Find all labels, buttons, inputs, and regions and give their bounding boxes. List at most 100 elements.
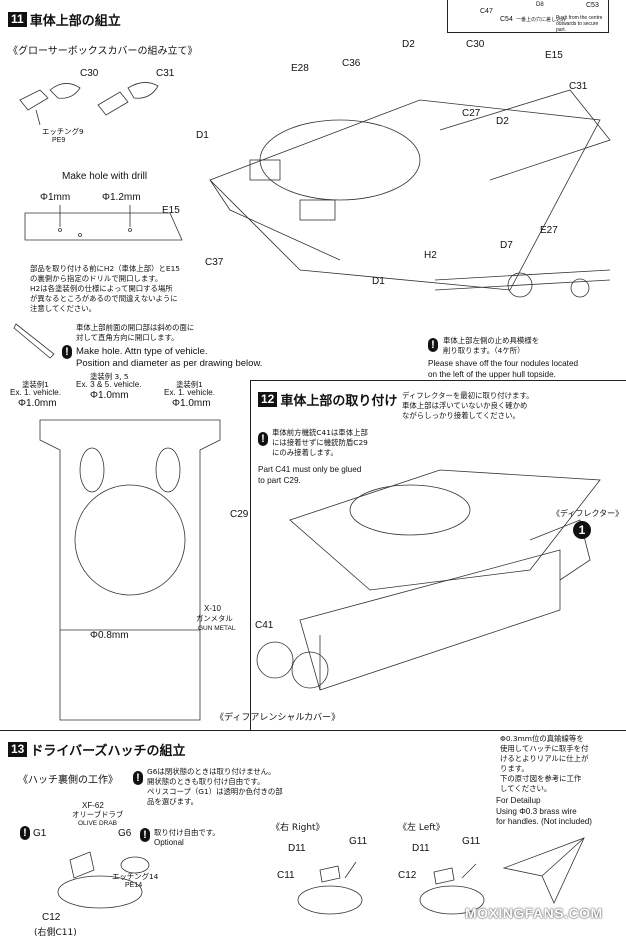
paint-left-jp: 塗装例1: [22, 380, 49, 389]
step12-title: 車体上部の取り付け: [280, 394, 398, 409]
part-label-h2: H2: [424, 250, 437, 261]
step11-number: 11: [8, 12, 27, 27]
part-label-d2-side: D2: [496, 116, 509, 127]
divider-step11-bottom: [250, 380, 626, 381]
c41-note-jp: 車体前方機銃C41は車体上部 には接着せずに機銃防盾C29 にのみ接着します。: [272, 428, 368, 457]
c41-note-en: Part C41 must only be glued to part C29.: [258, 465, 362, 485]
part-label-c54: C54: [500, 16, 513, 23]
part-label-e15-drill: E15: [162, 205, 180, 216]
divider-step12-left: [250, 380, 251, 730]
step13-header: 13 ドライバーズハッチの組立: [8, 740, 185, 759]
paint-right-en: Ex. 1. vehicle.: [164, 388, 215, 397]
diff-cover-label: 《ディフアレンシャルカバー》: [215, 713, 341, 723]
paint-right-dia: Φ1.0mm: [172, 398, 211, 409]
step13-title: ドライバーズハッチの組立: [30, 744, 186, 759]
part-label-g11-right: G11: [349, 836, 368, 847]
upper-hull-drawing: [209, 89, 611, 291]
hull-plan-drawing: [39, 419, 221, 721]
step11-header: 11 車体上部の組立: [8, 10, 121, 29]
brass-note-en: For Detailup Using Φ0.3 brass wire for h…: [496, 796, 593, 826]
step12-top-note-jp: ディフレクターを最初に取り付けます。 車体上部は浮いていないか良く確かめ ながら…: [402, 391, 534, 420]
etch-pe9-jp: エッチング9: [42, 127, 84, 136]
paint-center-jp: 塗装例 3, 5: [90, 372, 129, 381]
hole-note-jp: 車体上部前面の開口部は斜めの面に 対して直角方向に開口します。: [76, 323, 195, 342]
part-label-g6: G6: [118, 828, 132, 839]
drill-label: Make hole with drill: [62, 171, 148, 182]
corner-note-jp: 一番上の穴に差し込み: [516, 17, 567, 23]
paint-olive-en: OLIVE DRAB: [78, 820, 118, 827]
hatch-right-drawing: [297, 861, 363, 915]
part-label-c36: C36: [342, 58, 361, 69]
drill-dia-1mm: Φ1mm: [40, 192, 71, 203]
part-label-c31: C31: [569, 81, 588, 92]
step-circle-1: 1: [573, 521, 591, 539]
part-label-c31-small: C31: [156, 68, 175, 79]
divider-step13-top: [0, 730, 626, 731]
part-label-d1-top: D1: [196, 130, 209, 141]
watermark: MOXINGFANS.COM: [465, 905, 603, 921]
part-label-c12-left: C12: [42, 912, 61, 923]
part-label-c12-right: C12: [398, 870, 417, 881]
drill-plate-drawing: [24, 205, 183, 241]
part-label-c30-small: C30: [80, 68, 99, 79]
g6-note-jp: G6は閉状態のときは取り付けません。 開状態のときも取り付け自由です。 ペリスコ…: [147, 767, 283, 806]
part-label-c30: C30: [466, 39, 485, 50]
part-label-c41: C41: [255, 620, 274, 631]
step13-subtitle: 《ハッチ裏側の工作》: [18, 775, 118, 786]
step11-title: 車体上部の組立: [29, 14, 121, 29]
paint-olive-jp: オリーブドラブ: [72, 810, 124, 819]
paint-center-dia: Φ1.0mm: [90, 390, 129, 401]
part-label-e27: E27: [540, 225, 558, 236]
warning-icon-hole: !: [62, 345, 72, 359]
optional-en: Optional: [154, 838, 184, 847]
deflector-label: 《ディフレクター》: [552, 509, 624, 518]
left-title: 《左 Left》: [398, 823, 445, 833]
part-label-c27: C27: [462, 108, 481, 119]
hatch-left-drawing: [419, 863, 485, 915]
c12-right-note: (右側C11): [34, 928, 77, 938]
glory-box-drawing: [19, 82, 159, 126]
part-label-g1: G1: [33, 828, 47, 839]
warning-icon-g1: !: [20, 826, 30, 840]
part-label-g11-left: G11: [462, 836, 481, 847]
shave-note-jp: 車体上部左側の止め具模様を 削り取ります。（4ケ所）: [443, 336, 540, 355]
part-label-c29: C29: [230, 509, 249, 520]
warning-icon-shave: !: [428, 338, 438, 352]
hatch-underside-drawing: [57, 851, 150, 909]
handle-template-drawing: [502, 837, 585, 904]
optional-jp: 取り付け自由です。: [154, 828, 220, 837]
part-label-c53: C53: [586, 2, 599, 9]
step11-note-jp: 部品を取り付ける前にH2（車体上部）とE15 の裏側から指定のドリルで開口します…: [30, 264, 180, 313]
part-label-d2-top: D2: [402, 39, 415, 50]
drill-dia-1-2mm: Φ1.2mm: [102, 192, 141, 203]
part-label-d7: D7: [500, 240, 513, 251]
warning-icon-c41: !: [258, 432, 268, 446]
right-title: 《右 Right》: [271, 823, 325, 833]
part-label-e28: E28: [291, 63, 309, 74]
paint-left-dia: Φ1.0mm: [18, 398, 57, 409]
part-label-d1-bottom: D1: [372, 276, 385, 287]
drill-bit-drawing: [13, 323, 55, 359]
part-label-d11-right: D11: [288, 843, 306, 854]
part-label-c37: C37: [205, 257, 224, 268]
warning-icon-g6: !: [133, 771, 143, 785]
etch-pe14-jp: エッチング14: [112, 872, 159, 881]
paint-center-en: Ex. 3 & 5. vehicle.: [76, 380, 142, 389]
corner-inset-box: C47 C54 D8 C53 一番上の穴に差し込み Push from the …: [447, 0, 609, 33]
paint-bottom-dia: Φ0.8mm: [90, 630, 129, 641]
etch-pe9-en: PE9: [52, 137, 66, 144]
paint-right-jp: 塗装例1: [176, 380, 203, 389]
paint-gunmetal-jp: ガンメタル: [196, 614, 233, 623]
hull-assembly-drawing: [256, 469, 601, 691]
part-label-e15: E15: [545, 50, 563, 61]
etch-pe14-en: PE14: [125, 882, 143, 889]
part-label-d8: D8: [536, 2, 544, 8]
paint-code-xf62: XF-62: [82, 801, 104, 810]
hole-note-en: Make hole. Attn type of vehicle. Positio…: [76, 346, 263, 369]
paint-left-en: Ex. 1. vehicle.: [10, 388, 61, 397]
part-label-c47: C47: [480, 8, 493, 15]
side-detail-drawing: [434, 269, 611, 298]
part-label-c11-right: C11: [277, 870, 295, 881]
step11-subtitle: 《グローサーボックスカバーの組み立て》: [8, 46, 198, 57]
step13-number: 13: [8, 742, 28, 757]
